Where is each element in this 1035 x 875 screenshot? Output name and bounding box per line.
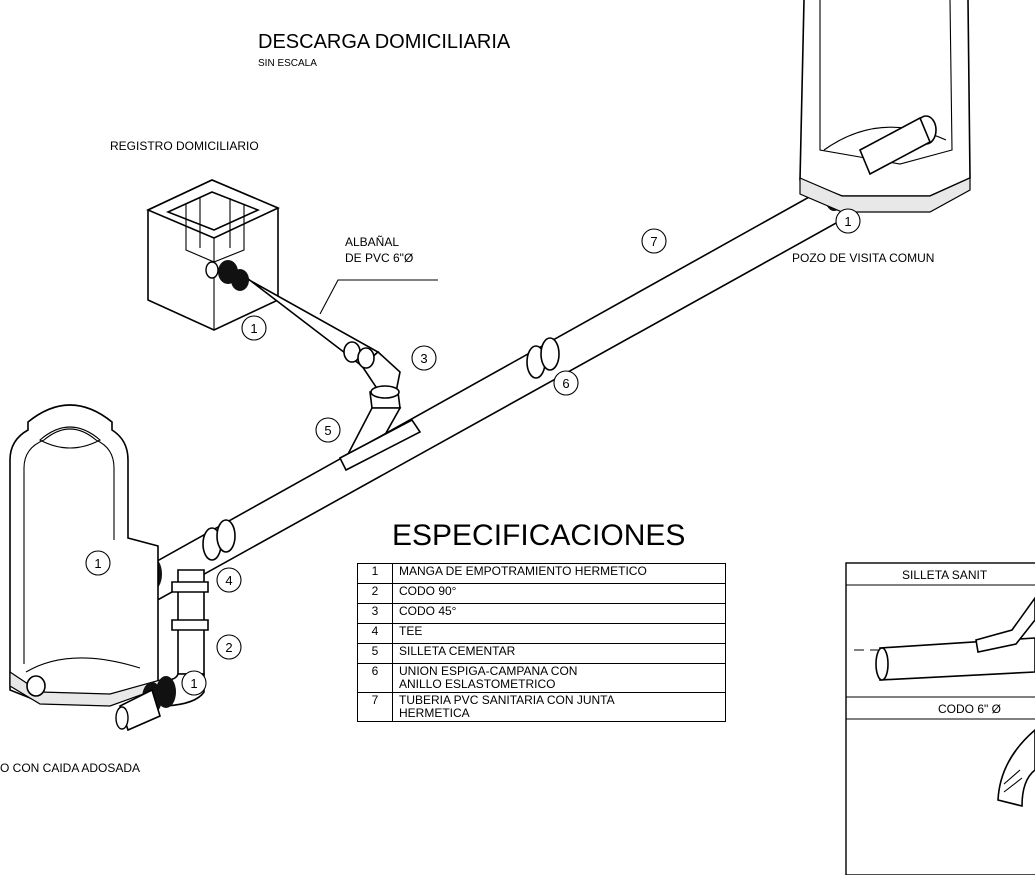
spec-description: TEE [392, 623, 726, 644]
spec-row: 3 CODO 45° [357, 603, 726, 624]
albanal-label-1: ALBAÑAL [345, 235, 399, 249]
registro-box [146, 179, 280, 331]
spec-number: 7 [357, 692, 393, 722]
codo-detail-label: CODO 6" Ø [938, 702, 1001, 716]
svg-text:6: 6 [562, 376, 569, 391]
spec-row: 1 MANGA DE EMPOTRAMIENTO HERMETICO [357, 563, 726, 584]
callout-6: 6 [553, 370, 579, 396]
albanal-pipe [205, 260, 402, 459]
svg-text:1: 1 [94, 556, 101, 571]
pozo-comun [799, 0, 971, 213]
svg-text:4: 4 [225, 573, 232, 588]
pozo-caida-label: O CON CAIDA ADOSADA [0, 761, 140, 775]
silleta-detail-label: SILLETA SANIT [902, 568, 988, 582]
svg-text:1: 1 [190, 676, 197, 691]
spec-row: 2 CODO 90° [357, 583, 726, 604]
spec-number: 5 [357, 643, 393, 664]
svg-text:1: 1 [250, 321, 257, 336]
svg-text:1: 1 [844, 214, 851, 229]
spec-description: TUBERIA PVC SANITARIA CON JUNTA HERMETIC… [392, 692, 726, 722]
drawing-title: DESCARGA DOMICILIARIA [258, 31, 511, 53]
callout-1-pozo-caida-top: 1 [85, 550, 111, 576]
svg-text:2: 2 [225, 640, 232, 655]
spec-row: 5 SILLETA CEMENTAR [357, 643, 726, 664]
svg-text:5: 5 [324, 423, 331, 438]
spec-description: MANGA DE EMPOTRAMIENTO HERMETICO [392, 563, 726, 584]
spec-number: 6 [357, 663, 393, 693]
spec-number: 1 [357, 563, 393, 584]
callout-1-pozo-caida-bottom: 1 [181, 670, 207, 696]
svg-text:3: 3 [420, 351, 427, 366]
spec-row: 7 TUBERIA PVC SANITARIA CON JUNTA HERMET… [357, 692, 726, 722]
spec-description: UNION ESPIGA-CAMPANA CON ANILLO ESLASTOM… [392, 663, 726, 693]
spec-description: CODO 45° [392, 603, 726, 624]
albanal-leader [319, 279, 438, 315]
pozo-comun-label: POZO DE VISITA COMUN [792, 251, 934, 265]
spec-number: 4 [357, 623, 393, 644]
spec-number: 3 [357, 603, 393, 624]
spec-number: 2 [357, 583, 393, 604]
callout-1-registro: 1 [241, 315, 267, 341]
callout-4: 4 [216, 567, 242, 593]
specs-table: 1 MANGA DE EMPOTRAMIENTO HERMETICO 2 COD… [357, 563, 726, 722]
callout-2: 2 [216, 634, 242, 660]
svg-text:7: 7 [650, 234, 657, 249]
specs-heading: ESPECIFICACIONES [392, 519, 685, 552]
callout-1-pozo-comun: 1 [835, 208, 861, 234]
detail-panel [845, 562, 1035, 875]
callout-7: 7 [641, 228, 667, 254]
spec-description: SILLETA CEMENTAR [392, 643, 726, 664]
callout-5: 5 [315, 417, 341, 443]
callout-3: 3 [411, 345, 437, 371]
pozo-caida [9, 404, 161, 707]
spec-row: 4 TEE [357, 623, 726, 644]
albanal-label-2: DE PVC 6"Ø [345, 251, 413, 265]
spec-description: CODO 90° [392, 583, 726, 604]
registro-label: REGISTRO DOMICILIARIO [110, 139, 259, 153]
spec-row: 6 UNION ESPIGA-CAMPANA CON ANILLO ESLAST… [357, 663, 726, 693]
drawing-subtitle: SIN ESCALA [258, 58, 317, 69]
